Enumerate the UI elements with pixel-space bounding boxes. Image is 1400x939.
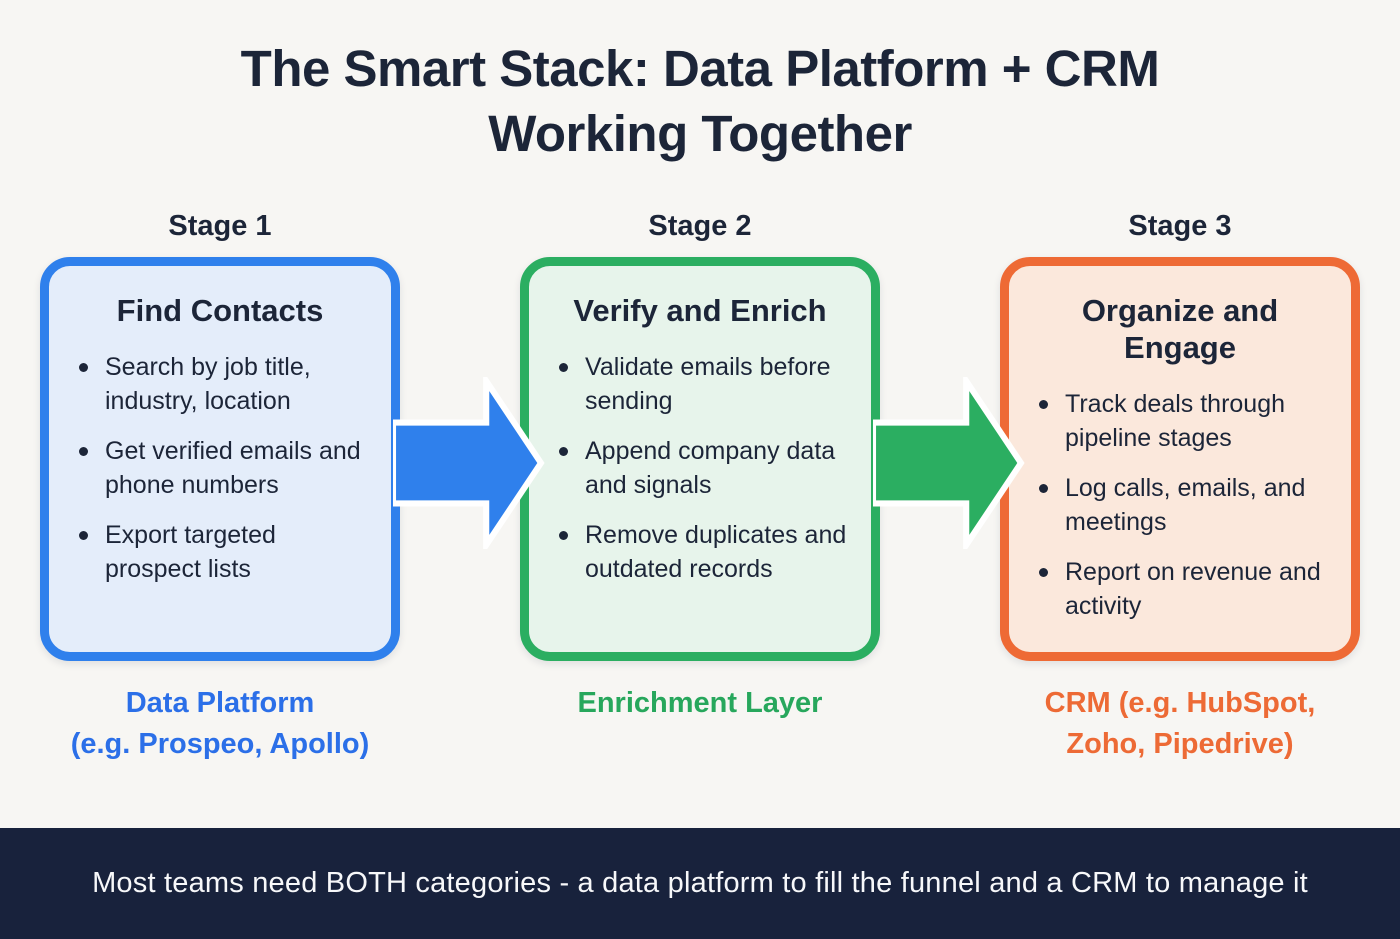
stage-1-column: Stage 1 Find Contacts Search by job titl… (40, 210, 400, 764)
stage-1-box-title: Find Contacts (116, 293, 324, 328)
caption-line: Data Platform (125, 687, 315, 719)
stage-3-box-title: Organize and Engage (1081, 293, 1279, 366)
bullet-text: Get verified emails and phone numbers (105, 437, 361, 499)
arrow-shape (873, 377, 1025, 549)
page-title-text: The Smart Stack: Data Platform + CRM Wor… (240, 40, 1160, 163)
bullet-dot-icon (79, 447, 88, 457)
stage-1-label: Stage 1 (168, 210, 272, 242)
bullet-item: Append company data and signals (557, 435, 849, 502)
bullet-text: Append company data and signals (585, 437, 836, 499)
bullet-item: Get verified emails and phone numbers (77, 435, 369, 502)
bullet-dot-icon (1039, 400, 1048, 410)
bullet-text: Validate emails before sending (585, 353, 831, 415)
stage-2-box: Verify and Enrich Validate emails before… (520, 257, 880, 661)
bullet-item: Report on revenue and activity (1037, 556, 1329, 623)
stage-3-column: Stage 3 Organize and Engage Track deals … (1000, 210, 1360, 764)
caption-line: CRM (e.g. HubSpot, (1044, 687, 1316, 719)
bullet-item: Log calls, emails, and meetings (1037, 472, 1329, 539)
bullet-text: Track deals through pipeline stages (1065, 390, 1286, 452)
bullet-dot-icon (559, 447, 568, 457)
footer-banner: Most teams need BOTH categories - a data… (0, 828, 1400, 939)
bullet-dot-icon (559, 531, 568, 541)
stage-3-caption: CRM (e.g. HubSpot, Zoho, Pipedrive) (1000, 683, 1360, 764)
stage-2-box-title: Verify and Enrich (573, 293, 827, 328)
stage-1-caption: Data Platform (e.g. Prospeo, Apollo) (40, 683, 400, 764)
bullet-dot-icon (79, 363, 88, 373)
bullet-text: Report on revenue and activity (1065, 558, 1321, 620)
bullet-item: Track deals through pipeline stages (1037, 388, 1329, 455)
bullet-item: Validate emails before sending (557, 351, 849, 418)
bullet-text: Export targeted prospect lists (105, 521, 276, 583)
arrow-stage1-to-stage2-icon (393, 377, 545, 549)
bullet-dot-icon (1039, 568, 1048, 578)
bullet-text: Remove duplicates and outdated records (585, 521, 847, 583)
stage-2-caption: Enrichment Layer (520, 683, 880, 724)
stage-3-box: Organize and Engage Track deals through … (1000, 257, 1360, 661)
bullet-item: Search by job title, industry, location (77, 351, 369, 418)
arrow-stage2-to-stage3-icon (873, 377, 1025, 549)
caption-line: Zoho, Pipedrive) (1066, 727, 1294, 760)
page-title: The Smart Stack: Data Platform + CRM Wor… (0, 36, 1400, 167)
bullet-item: Export targeted prospect lists (77, 519, 369, 586)
arrow-shape (393, 377, 545, 549)
stage-2-column: Stage 2 Verify and Enrich Validate email… (520, 210, 880, 724)
bullet-dot-icon (559, 363, 568, 373)
stage-3-label: Stage 3 (1128, 210, 1232, 242)
bullet-item: Remove duplicates and outdated records (557, 519, 849, 586)
stage-1-bullet-list: Search by job title, industry, location … (69, 351, 371, 586)
stage-1-box: Find Contacts Search by job title, indus… (40, 257, 400, 661)
stage-3-bullet-list: Track deals through pipeline stages Log … (1029, 388, 1331, 623)
stage-2-label: Stage 2 (648, 210, 752, 242)
bullet-dot-icon (1039, 484, 1048, 494)
bullet-text: Search by job title, industry, location (105, 353, 311, 415)
bullet-dot-icon (79, 531, 88, 541)
caption-line: (e.g. Prospeo, Apollo) (70, 727, 370, 760)
bullet-text: Log calls, emails, and meetings (1065, 474, 1306, 536)
footer-text: Most teams need BOTH categories - a data… (92, 867, 1308, 899)
caption-line: Enrichment Layer (577, 687, 823, 719)
stage-2-bullet-list: Validate emails before sending Append co… (549, 351, 851, 586)
